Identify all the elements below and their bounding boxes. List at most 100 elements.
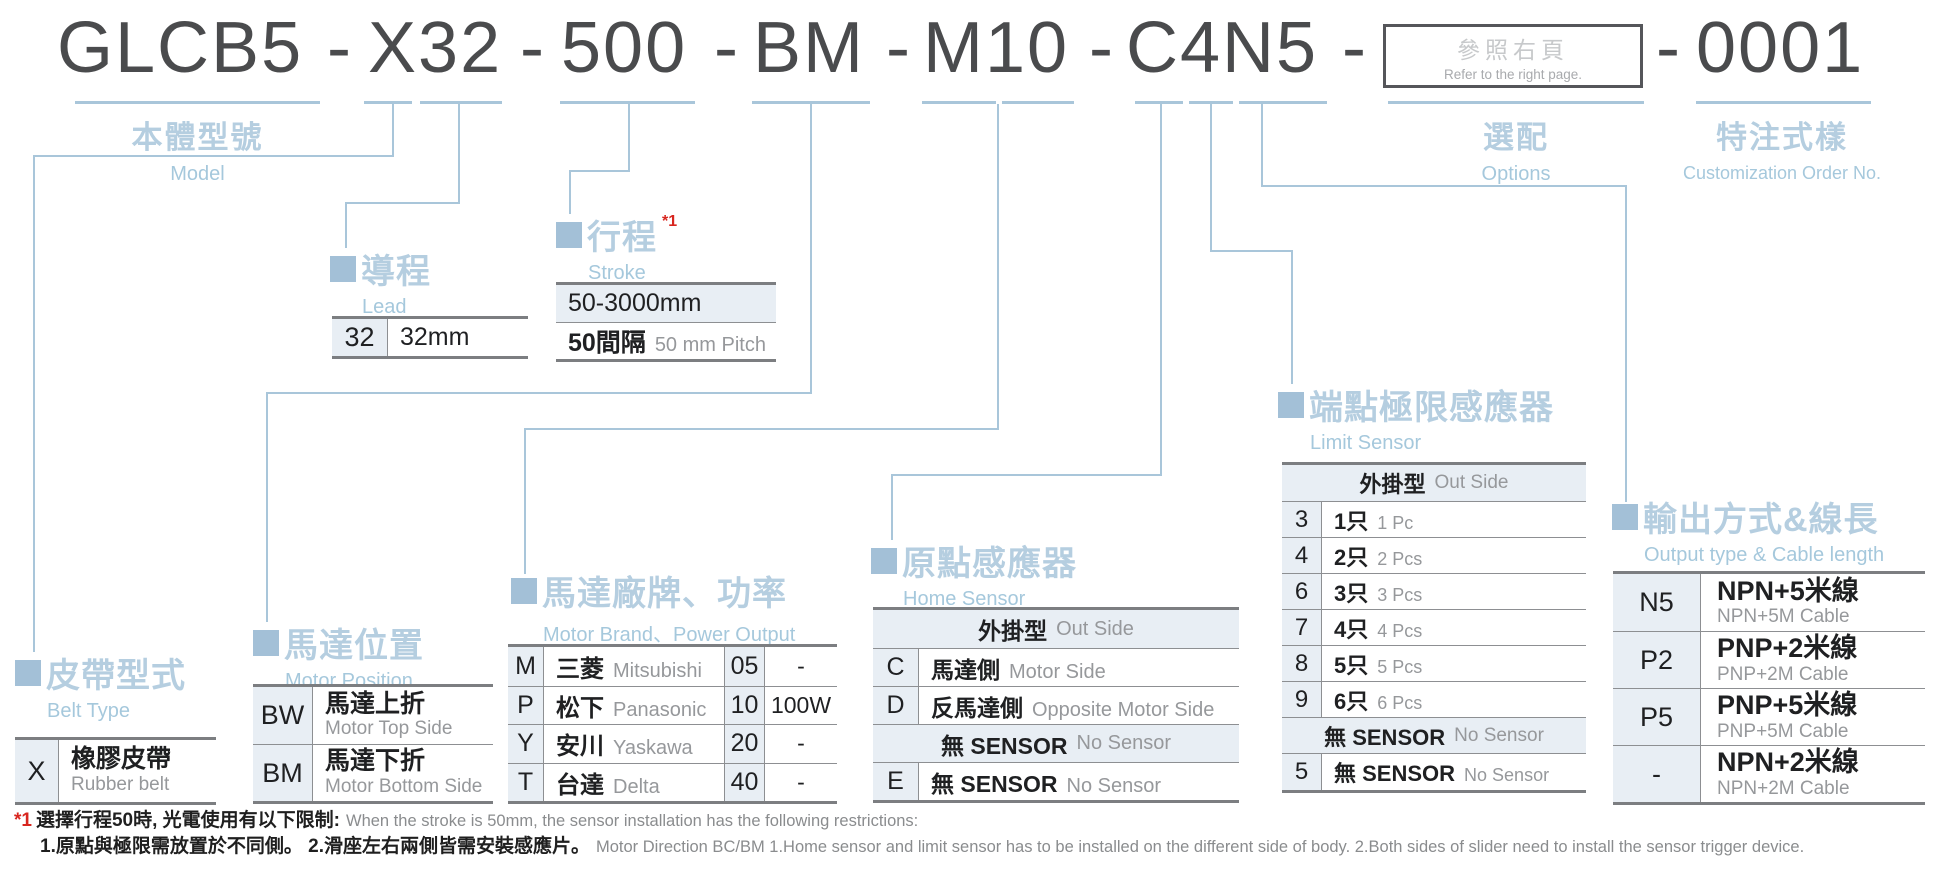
model-code-dash: - [327, 8, 353, 88]
model-code-segment-belt-lead: X32 [368, 8, 503, 88]
power-value: - [797, 730, 805, 757]
home-sensor-en: No Sensor [1066, 774, 1162, 797]
motor-position-title-zh: 馬達位置 [284, 627, 424, 665]
model-code-segment-model: GLCB5 [57, 8, 304, 88]
section-home-sensor: 原點感應器 Home Sensor [871, 536, 1077, 611]
lead-title-en: Lead [362, 296, 407, 318]
motor-brand-title-en: Motor Brand、Power Output [543, 624, 796, 646]
model-code-segment-custom: 0001 [1696, 8, 1865, 88]
motor-brand-en: Panasonic [613, 698, 707, 721]
table-row: X 橡膠皮帶 Rubber belt [15, 740, 216, 802]
belt-code: X [15, 740, 59, 802]
connector-belt [33, 155, 35, 652]
home-sensor-zh: 反馬達側 [931, 694, 1023, 721]
lead-value: 32mm [388, 323, 469, 352]
output-value-zh: PNP+2米線 [1717, 633, 1858, 664]
connector-lead [458, 104, 460, 202]
footnote-line2-en: Motor Direction BC/BM 1.Home sensor and … [595, 838, 1805, 856]
connector-motor-brand [997, 104, 999, 428]
output-value-en: PNP+2M Cable [1717, 663, 1849, 685]
stroke-table: 50-3000mm 50間隔 50 mm Pitch [556, 282, 776, 362]
stroke-pitch-en: 50 mm Pitch [654, 334, 766, 356]
table-row: P2 PNP+2米線 PNP+2M Cable [1613, 631, 1925, 688]
customization-label-en: Customization Order No. [1682, 163, 1882, 183]
motor-brand-name: 台達 Delta [544, 765, 724, 800]
table-row: 4 2只 2 Pcs [1282, 537, 1586, 573]
motor-position-value: 馬達上折 Motor Top Side [313, 689, 452, 740]
motor-position-value-zh: 馬達上折 [325, 689, 426, 718]
motor-brand-name: 三菱 Mitsubishi [544, 649, 724, 684]
motor-brand-zh: 台達 [556, 771, 604, 799]
group-header-en: No Sensor [1076, 732, 1172, 754]
connector-output [1261, 104, 1263, 185]
home-sensor-value: 馬達側 Motor Side [919, 651, 1106, 685]
output-cable-title-zh: 輸出方式&線長 [1643, 501, 1879, 539]
home-sensor-title-en: Home Sensor [903, 588, 1026, 610]
connector-belt [392, 104, 394, 157]
power-code: 05 [724, 647, 765, 686]
motor-position-code: BM [253, 745, 313, 801]
stroke-range: 50-3000mm [556, 289, 701, 318]
output-value-en: PNP+5M Cable [1717, 720, 1849, 742]
limit-sensor-title-zh: 端點極限感應器 [1309, 389, 1554, 427]
limit-sensor-en: 2 Pcs [1377, 548, 1423, 569]
output-cable-title-en: Output type & Cable length [1644, 544, 1885, 566]
motor-brand-zh: 三菱 [556, 655, 604, 683]
table-row: 9 6只 6 Pcs [1282, 681, 1586, 717]
limit-sensor-zh: 無 SENSOR [1334, 761, 1456, 786]
stroke-note-ref: *1 [662, 212, 678, 230]
power-code: 10 [724, 686, 765, 724]
home-sensor-en: Opposite Motor Side [1032, 698, 1215, 721]
motor-brand-code: T [508, 763, 544, 801]
home-sensor-code: D [873, 687, 919, 724]
limit-sensor-value: 1只 1 Pc [1322, 504, 1413, 536]
options-box-label-zh: 參照右頁 [1457, 36, 1569, 63]
output-value: NPN+2米線 NPN+2M Cable [1701, 748, 1859, 800]
lead-marker-icon [330, 255, 356, 282]
table-row: M 三菱 Mitsubishi 05 - [508, 647, 837, 686]
home-sensor-title-zh: 原點感應器 [902, 545, 1077, 583]
output-value-en: NPN+5M Cable [1717, 606, 1850, 628]
limit-sensor-zh: 2只 [1334, 544, 1369, 570]
connector-motor-position [266, 392, 268, 622]
motor-brand-table: M 三菱 Mitsubishi 05 - P 松下 Panasonic 10 1… [508, 644, 837, 804]
home-sensor-marker-icon [871, 547, 897, 574]
home-sensor-code: C [873, 649, 919, 686]
table-row: - NPN+2米線 NPN+2M Cable [1613, 745, 1925, 802]
stroke-title-zh: 行程 [587, 219, 657, 257]
table-row: 50-3000mm [556, 285, 776, 322]
limit-sensor-value: 5只 5 Pcs [1322, 648, 1422, 680]
footnote-line1-en: When the stroke is 50mm, the sensor inst… [346, 812, 919, 830]
section-lead: 導程 Lead [330, 244, 431, 319]
group-header-zh: 外掛型 [978, 618, 1048, 644]
customization-label: 特注式樣 Customization Order No. [1642, 112, 1922, 184]
output-cable-table: N5 NPN+5米線 NPN+5M Cable P2 PNP+2米線 PNP+2… [1613, 571, 1925, 805]
model-code-dash: - [1089, 8, 1115, 88]
output-cable-marker-icon [1612, 503, 1638, 530]
table-row: Y 安川 Yaskawa 20 - [508, 724, 837, 763]
underline-stroke [560, 101, 695, 104]
motor-brand-code: Y [508, 725, 544, 763]
output-code: N5 [1613, 574, 1701, 631]
section-motor-position: 馬達位置 Motor Position [253, 618, 424, 693]
power-value: 100W [770, 691, 832, 718]
connector-limit-sensor [1210, 250, 1293, 252]
table-group-header: 無 SENSOR No Sensor [873, 724, 1239, 762]
table-row: P5 PNP+5米線 PNP+5M Cable [1613, 688, 1925, 745]
connector-stroke [569, 170, 630, 172]
power-value: - [797, 652, 805, 679]
model-code-segment-sensors: C4N5 [1126, 8, 1319, 88]
table-row: 8 5只 5 Pcs [1282, 645, 1586, 681]
underline-lead [420, 101, 502, 104]
stroke-marker-icon [556, 221, 582, 248]
underline-limit-sensor [1189, 101, 1233, 104]
table-row: D 反馬達側 Opposite Motor Side [873, 686, 1239, 724]
limit-sensor-value: 4只 4 Pcs [1322, 612, 1422, 644]
home-sensor-value: 無 SENSOR No Sensor [919, 765, 1161, 799]
limit-sensor-zh: 1只 [1334, 508, 1369, 534]
underline-motor-position [752, 101, 870, 104]
limit-sensor-title-en: Limit Sensor [1310, 432, 1422, 454]
limit-sensor-table: 外掛型 Out Side 3 1只 1 Pc 4 2只 2 Pcs 6 3只 3… [1282, 462, 1586, 793]
